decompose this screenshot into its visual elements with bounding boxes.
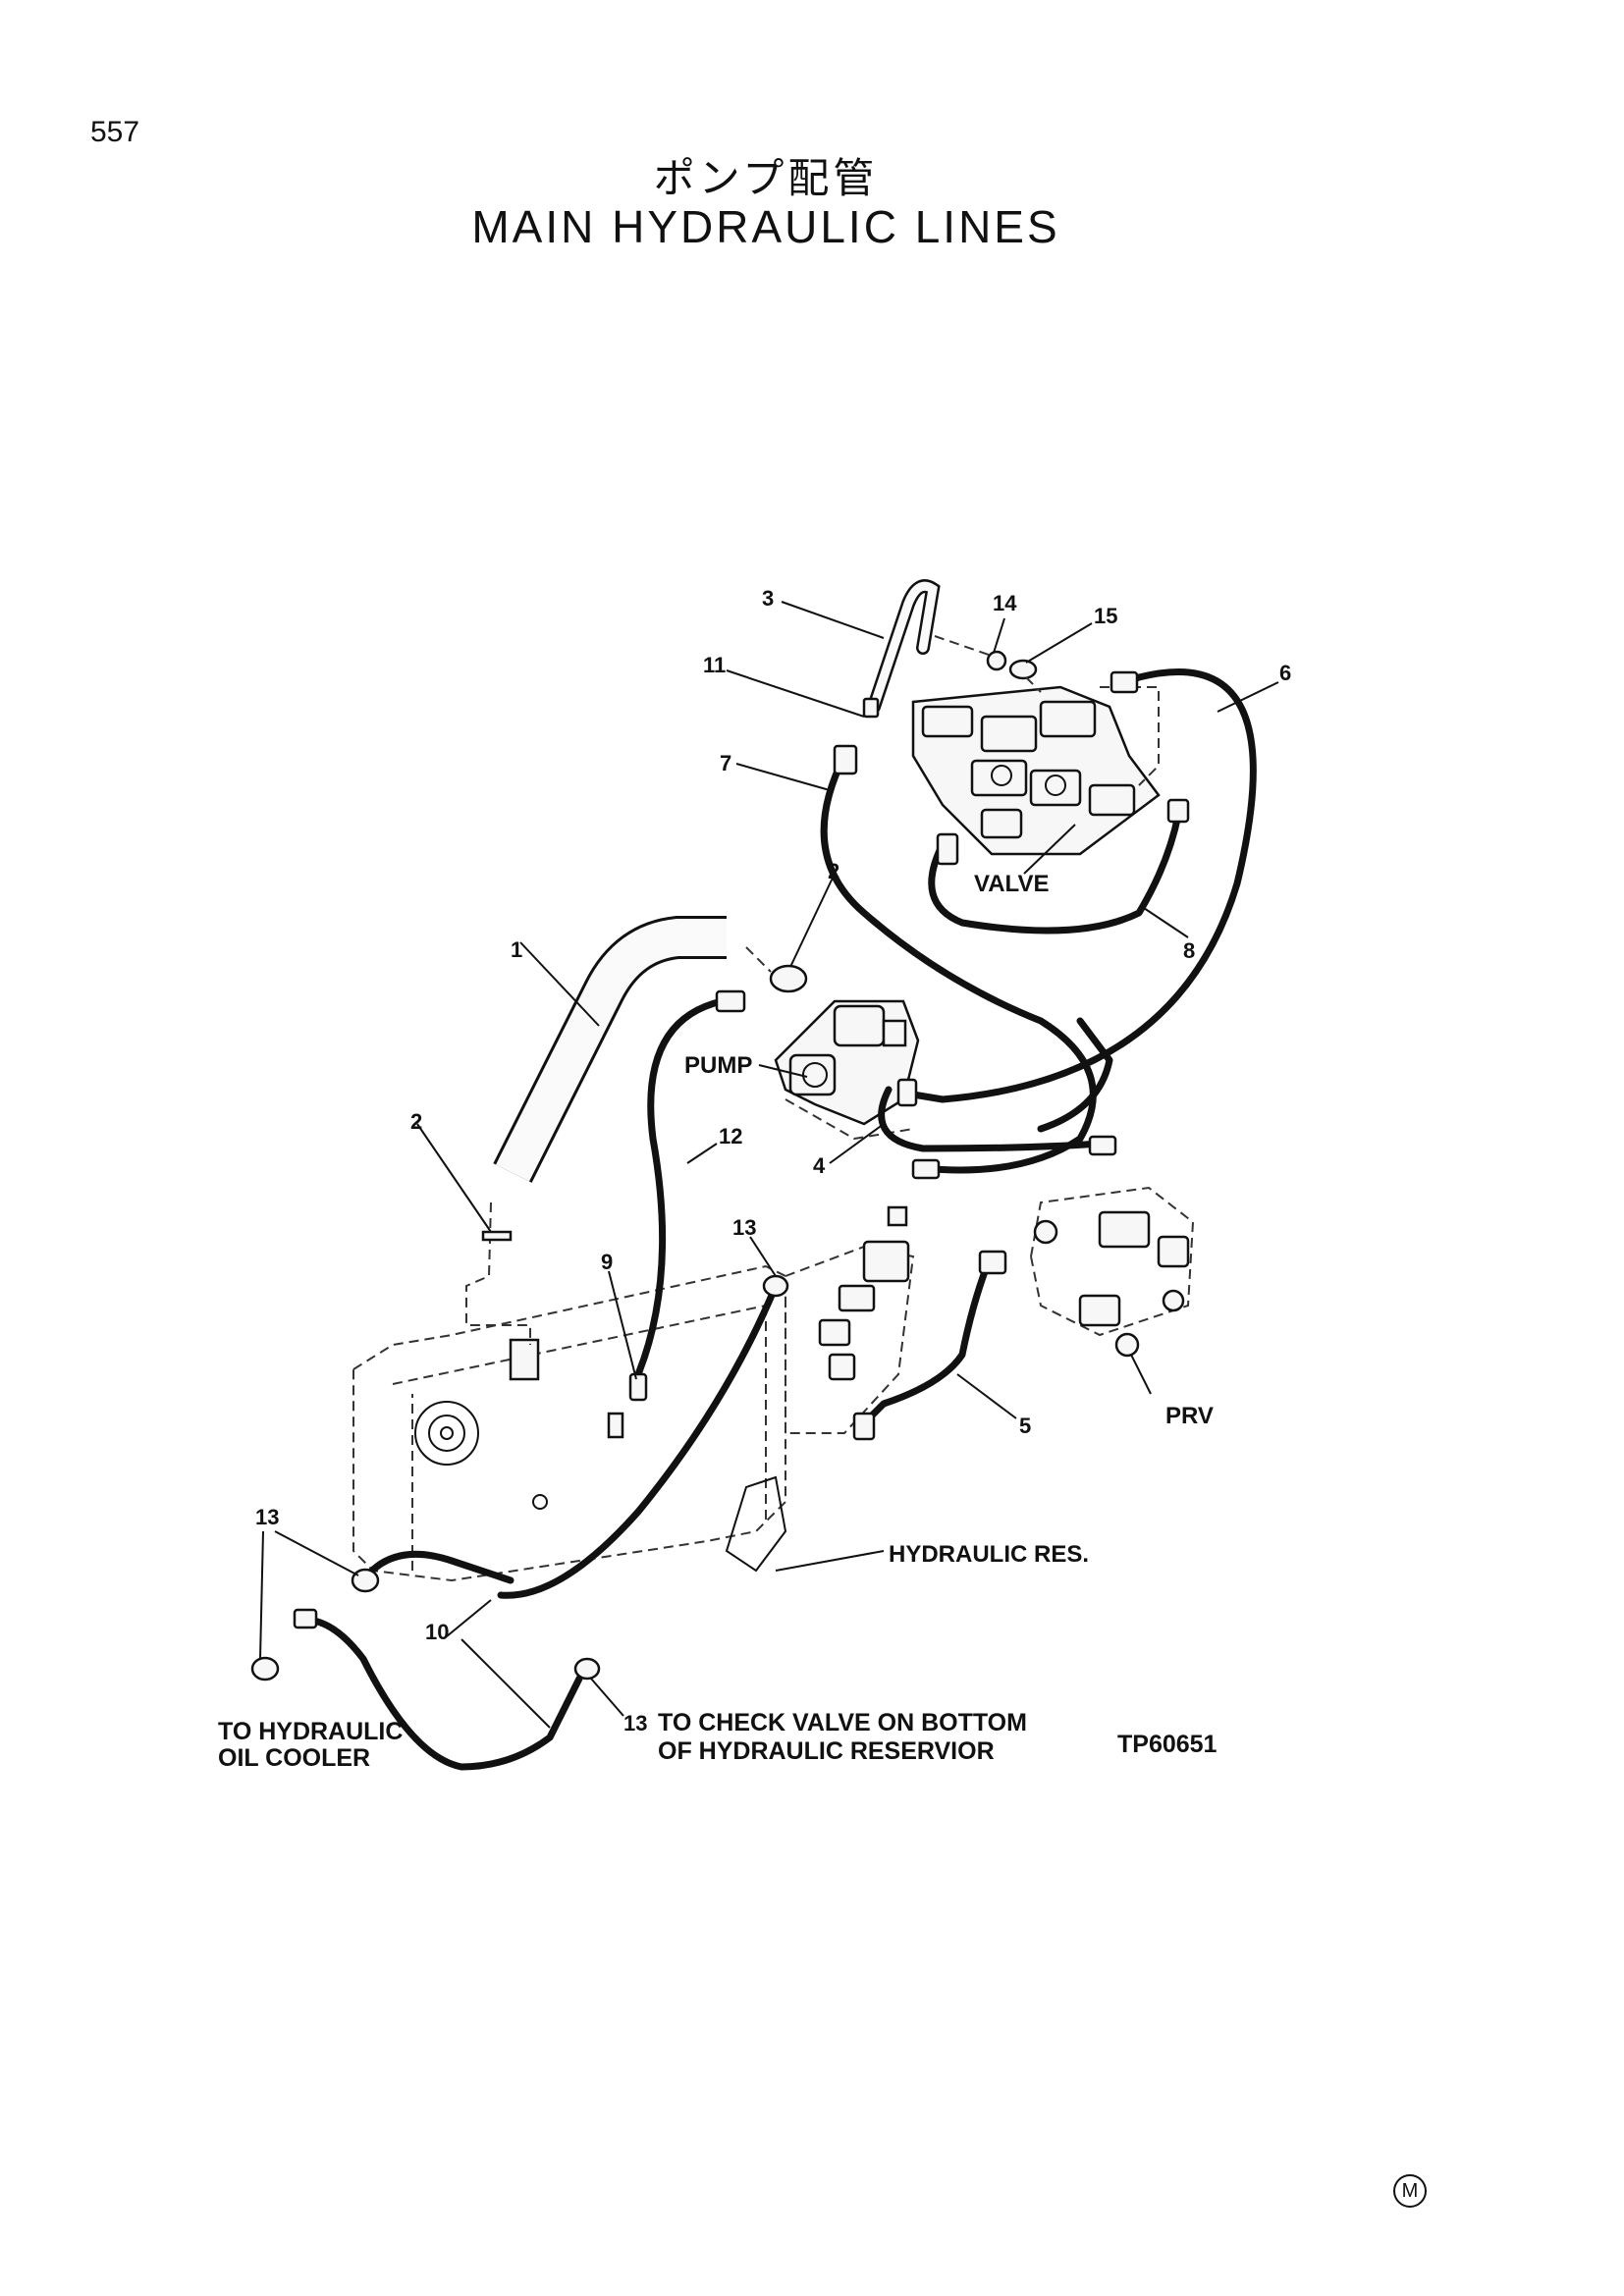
- pressure-relief-valve: [1029, 1186, 1195, 1358]
- pump-label: PUMP: [684, 1052, 752, 1079]
- callout-9: 9: [601, 1250, 613, 1274]
- hose-4: [878, 1086, 1104, 1152]
- callout-13: 13: [732, 1215, 756, 1240]
- callout-8: 8: [1183, 938, 1195, 963]
- plug-13: [762, 1274, 789, 1298]
- hose-return: [1037, 1017, 1113, 1133]
- clamp: [481, 1230, 513, 1242]
- control-valve: [911, 635, 1161, 856]
- auxiliary-valve-block: [785, 1205, 915, 1434]
- plug-13: [351, 1568, 380, 1593]
- check-valve-label-line1: TO CHECK VALVE ON BOTTOM: [658, 1709, 1027, 1736]
- callout-7: 7: [720, 751, 731, 775]
- valve-label: VALVE: [974, 871, 1049, 897]
- to-oil-cooler-label-line2: OIL COOLER: [218, 1744, 370, 1772]
- callout-6: 6: [1279, 661, 1291, 685]
- o-ring: [986, 650, 1007, 671]
- hose-6: [909, 668, 1257, 1103]
- callout-12: 12: [719, 1124, 742, 1148]
- callout-14: 14: [993, 591, 1017, 615]
- callouts: 1 2 2 3 4 5 6 7 8 9 10 11 12 13 13 13 14…: [255, 586, 1291, 1735]
- hose-10c: [300, 1616, 583, 1771]
- callout-13: 13: [623, 1711, 647, 1735]
- plug-13: [573, 1657, 601, 1681]
- page-number: 557: [90, 116, 140, 148]
- callout-13: 13: [255, 1505, 279, 1529]
- reference-code: TP60651: [1117, 1731, 1218, 1758]
- callout-10: 10: [425, 1620, 449, 1644]
- page-title-japanese: ポンプ配管: [653, 154, 879, 202]
- check-valve-label-line2: OF HYDRAULIC RESERVIOR: [658, 1737, 995, 1765]
- clamp: [769, 964, 808, 993]
- to-oil-cooler-label-line1: TO HYDRAULIC: [218, 1718, 403, 1745]
- hose-5: [860, 1262, 991, 1427]
- prv-label: PRV: [1165, 1403, 1214, 1429]
- callout-3: 3: [762, 586, 774, 611]
- pump: [774, 999, 920, 1141]
- fittings: [250, 670, 1190, 1682]
- callout-2: 2: [410, 1109, 422, 1134]
- hose-8: [928, 811, 1182, 934]
- callout-2: 2: [828, 859, 839, 883]
- callout-15: 15: [1094, 604, 1117, 628]
- mark-m-symbol: M: [1393, 2174, 1427, 2208]
- component-labels: VALVE PUMP PRV HYDRAULIC RES. TO HYDRAUL…: [218, 871, 1218, 1772]
- suction-pipe: [465, 916, 808, 1345]
- hose-7: [820, 752, 1097, 1174]
- washer: [1008, 659, 1038, 680]
- hose-10b: [359, 1550, 514, 1584]
- hydraulic-reservoir-label: HYDRAULIC RES.: [889, 1541, 1089, 1568]
- page-title: MAIN HYDRAULIC LINES: [471, 201, 1060, 252]
- pipe-3: [867, 579, 941, 714]
- callout-5: 5: [1019, 1414, 1031, 1438]
- hose-10a: [497, 1282, 780, 1599]
- hose-12: [634, 997, 726, 1378]
- callout-11: 11: [703, 653, 726, 677]
- callout-4: 4: [813, 1153, 826, 1178]
- hydraulic-reservoir: [352, 1264, 787, 1582]
- plug-13: [250, 1656, 280, 1682]
- elbow-9: [628, 1372, 648, 1402]
- callout-1: 1: [511, 937, 522, 962]
- leader-lines: [259, 601, 1279, 1729]
